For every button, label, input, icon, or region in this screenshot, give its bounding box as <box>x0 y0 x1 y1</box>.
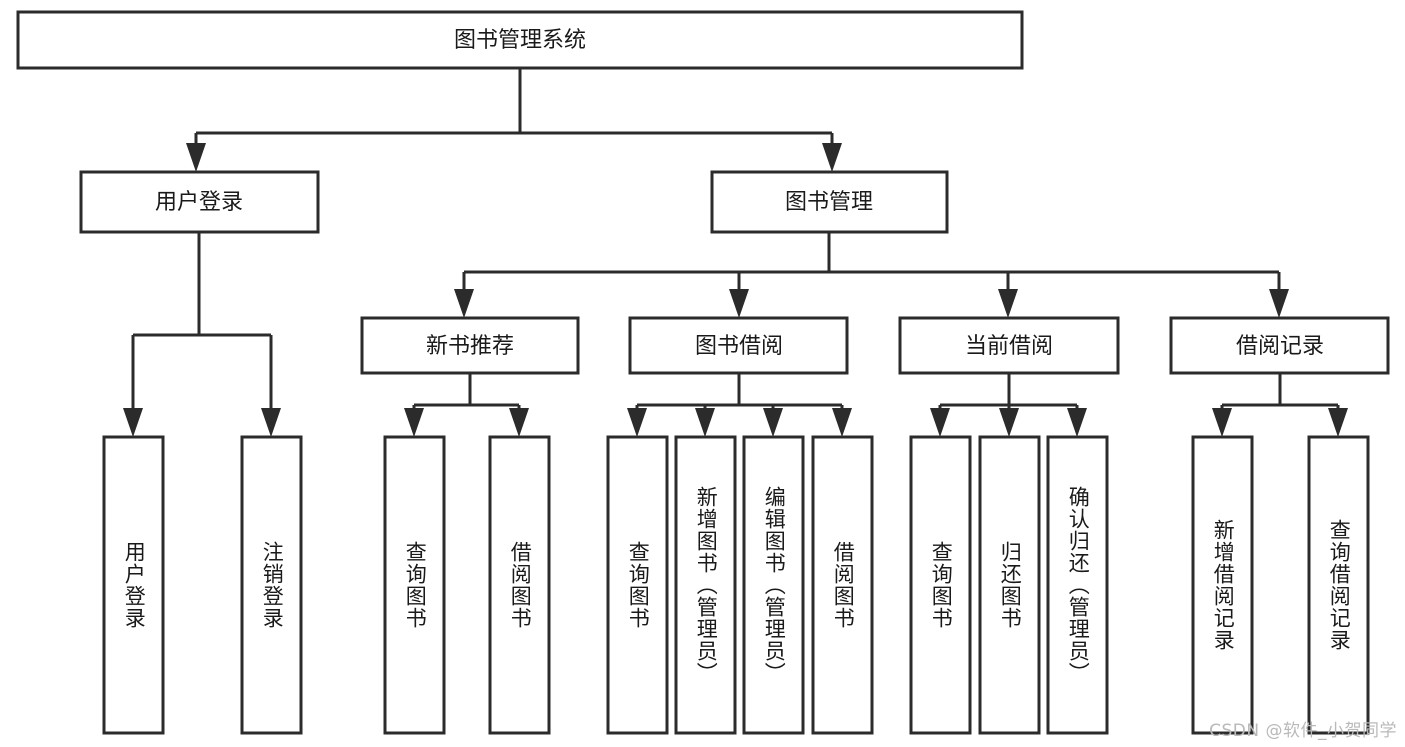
borrow-record-label: 借阅记录 <box>1236 334 1324 359</box>
node-borrow-record[interactable]: 借阅记录 <box>1169 316 1390 375</box>
arrow-head-icon <box>1067 408 1087 437</box>
leaf-label: 注销登录 <box>260 541 285 629</box>
leaf-logout[interactable]: 注销登录 <box>240 435 303 735</box>
leaf-box <box>1307 435 1370 735</box>
arrow-head-icon <box>454 289 474 318</box>
leaf-label: 查询图书 <box>626 541 651 629</box>
node-book-management[interactable]: 图书管理 <box>710 170 949 234</box>
connector-current-borrow-to-leaves <box>930 373 1087 437</box>
leaf-label: 借阅图书 <box>831 541 856 629</box>
leaf-label: 编辑图书（管理员） <box>762 486 787 684</box>
leaf-borrow-book-recommend[interactable]: 借阅图书 <box>488 435 551 735</box>
user-login-label: 用户登录 <box>155 190 243 215</box>
connector-book-management-to-level3 <box>454 232 1289 318</box>
current-borrow-label: 当前借阅 <box>965 334 1053 359</box>
leaf-query-borrow-record[interactable]: 查询借阅记录 <box>1307 435 1370 735</box>
leaf-add-borrow-record[interactable]: 新增借阅记录 <box>1191 435 1254 735</box>
leaf-box <box>978 435 1041 735</box>
leaf-add-book-admin[interactable]: 新增图书（管理员） <box>674 435 737 735</box>
leaf-borrow-book-borrow[interactable]: 借阅图书 <box>811 435 874 735</box>
leaf-label: 借阅图书 <box>508 541 533 629</box>
arrow-head-icon <box>261 408 281 437</box>
arrow-head-icon <box>999 408 1019 437</box>
leaf-confirm-return-admin[interactable]: 确认归还（管理员） <box>1046 435 1109 735</box>
connector-borrow-record-to-leaves <box>1212 373 1348 437</box>
arrow-head-icon <box>1269 289 1289 318</box>
arrow-head-icon <box>123 408 143 437</box>
leaf-box <box>909 435 972 735</box>
connector-user-login-to-leaves <box>123 232 281 437</box>
node-book-borrow[interactable]: 图书借阅 <box>628 316 849 375</box>
connector-root-to-level2 <box>186 68 842 172</box>
arrow-head-icon <box>763 408 783 437</box>
arrow-head-icon <box>404 408 424 437</box>
leaf-label: 新增图书（管理员） <box>694 486 719 684</box>
leaf-box <box>102 435 165 735</box>
arrow-head-icon <box>695 408 715 437</box>
leaf-label: 确认归还（管理员） <box>1066 486 1091 684</box>
connector-new-book-recommend-to-leaves <box>404 373 529 437</box>
new-book-recommend-box <box>360 316 580 375</box>
leaf-label: 查询图书 <box>929 541 954 629</box>
arrow-head-icon <box>832 408 852 437</box>
arrow-head-icon <box>627 408 647 437</box>
leaf-user-login[interactable]: 用户登录 <box>102 435 165 735</box>
arrow-head-icon <box>1212 408 1232 437</box>
leaf-box <box>811 435 874 735</box>
leaf-box <box>674 435 737 735</box>
leaf-box <box>1191 435 1254 735</box>
leaf-box <box>488 435 551 735</box>
arrow-head-icon <box>930 408 950 437</box>
arrow-head-icon <box>1328 408 1348 437</box>
root-label: 图书管理系统 <box>454 28 586 53</box>
leaf-box <box>383 435 446 735</box>
leaf-box <box>606 435 669 735</box>
leaf-label: 查询借阅记录 <box>1327 519 1352 651</box>
leaf-box <box>240 435 303 735</box>
leaf-label: 归还图书 <box>998 541 1023 629</box>
leaf-label: 查询图书 <box>403 541 428 629</box>
arrow-head-icon <box>186 143 206 172</box>
leaf-box <box>1046 435 1109 735</box>
leaf-edit-book-admin[interactable]: 编辑图书（管理员） <box>742 435 805 735</box>
node-new-book-recommend[interactable]: 新书推荐 <box>360 316 580 375</box>
book-management-label: 图书管理 <box>785 190 873 215</box>
leaf-label: 新增借阅记录 <box>1211 519 1236 651</box>
current-borrow-box <box>898 316 1120 375</box>
leaf-query-book-current[interactable]: 查询图书 <box>909 435 972 735</box>
connector-book-borrow-to-leaves <box>627 373 852 437</box>
root-box <box>16 10 1024 70</box>
book-borrow-label: 图书借阅 <box>695 334 783 359</box>
new-book-recommend-label: 新书推荐 <box>426 334 514 359</box>
arrow-head-icon <box>822 143 842 172</box>
node-current-borrow[interactable]: 当前借阅 <box>898 316 1120 375</box>
node-root[interactable]: 图书管理系统 <box>16 10 1024 70</box>
leaf-box <box>742 435 805 735</box>
leaf-query-book-recommend[interactable]: 查询图书 <box>383 435 446 735</box>
leaf-label: 用户登录 <box>122 541 147 629</box>
arrow-head-icon <box>998 289 1018 318</box>
arrow-head-icon <box>729 289 749 318</box>
user-login-box <box>79 170 320 234</box>
node-user-login[interactable]: 用户登录 <box>79 170 320 234</box>
leaf-return-book[interactable]: 归还图书 <box>978 435 1041 735</box>
leaf-query-book-borrow[interactable]: 查询图书 <box>606 435 669 735</box>
arrow-head-icon <box>509 408 529 437</box>
